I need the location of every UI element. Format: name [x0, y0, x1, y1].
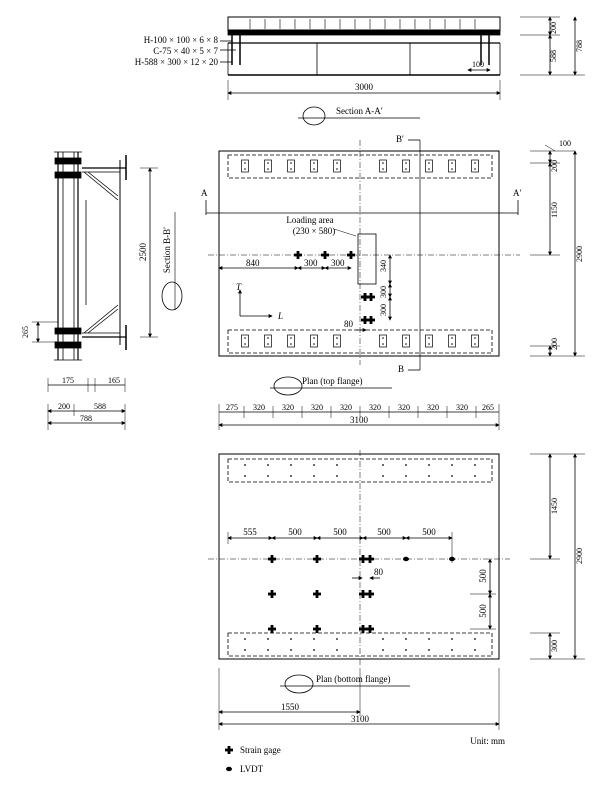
label-c75: C-75 × 40 × 5 × 7 [153, 46, 218, 56]
side-dim-200: 200 [58, 402, 70, 411]
bottom-dim-500d: 500 [422, 527, 436, 537]
bottom-right-dim-2900: 2900 [575, 548, 584, 564]
label-h100: H-100 × 100 × 6 × 8 [144, 35, 219, 45]
elev-dim-788: 788 [575, 40, 584, 52]
legend: Unit: mm Strain gage LVDT [224, 736, 505, 774]
elev-dim-3000: 3000 [355, 82, 374, 92]
top-right-dim-200a: 200 [550, 160, 559, 172]
elev-dim-200: 200 [549, 22, 558, 34]
top-dim-300d: 300 [379, 304, 388, 316]
cut-a-label: A [201, 188, 208, 198]
top-bottom-dim-1: 275 [226, 403, 238, 412]
plan-bottom-flange: 555 500 500 500 500 80 500 500 Plan (bot… [208, 450, 585, 730]
elev-dim-100: 100 [472, 60, 484, 69]
bottom-dim-500a: 500 [288, 527, 302, 537]
cut-b2-label: B′ [396, 134, 404, 144]
top-dim-840: 840 [246, 258, 260, 268]
top-bottom-dim-8: 320 [427, 403, 439, 412]
legend-lvdt: LVDT [240, 764, 264, 774]
elevation-section-a: H-100 × 100 × 6 × 8 C-75 × 40 × 5 × 7 H-… [135, 16, 585, 126]
bottom-right-dim-300: 300 [550, 640, 559, 652]
top-right-dim-100: 100 [559, 139, 571, 148]
bottom-dim-500c: 500 [377, 527, 391, 537]
legend-strain-gage: Strain gage [240, 745, 281, 755]
bottom-inner-dim-500b: 500 [478, 604, 488, 618]
top-bottom-dim-7: 320 [398, 403, 410, 412]
bottom-inner-dim-500a: 500 [478, 569, 488, 583]
top-dim-80: 80 [344, 319, 354, 329]
plan-top-flange: A A′ B′ B Loading area (230 × 580) 840 3… [201, 134, 585, 430]
legend-lvdt-icon [226, 766, 232, 772]
bottom-dim-1550: 1550 [281, 702, 300, 712]
side-dim-588: 588 [94, 402, 106, 411]
bottom-dim-555: 555 [243, 527, 257, 537]
legend-strain-gage-icon [224, 745, 234, 755]
side-dim-265: 265 [21, 326, 30, 338]
side-dim-2500: 2500 [138, 243, 148, 262]
top-bottom-dim-4: 320 [311, 403, 323, 412]
bottom-dim-80: 80 [374, 567, 384, 577]
top-right-dim-200b: 200 [550, 338, 559, 350]
cut-b-label: B [398, 364, 404, 374]
elev-dim-588: 588 [549, 50, 558, 62]
top-dim-300b: 300 [331, 258, 345, 268]
bottom-dim-3100: 3100 [351, 714, 370, 724]
axis-t-label: T [236, 282, 242, 292]
bottom-right-dim-1450: 1450 [550, 498, 559, 514]
cut-a2-label: A′ [513, 188, 521, 198]
section-a-label: Section A-A′ [336, 106, 383, 116]
top-dim-300a: 300 [304, 258, 318, 268]
top-right-dim-1150: 1150 [550, 202, 559, 218]
side-dim-788: 788 [80, 414, 92, 423]
side-section-b: 2500 Section B-B′ 265 175 165 200 588 78… [21, 151, 183, 430]
loading-area-label: Loading area [286, 215, 333, 225]
unit-label: Unit: mm [470, 736, 505, 746]
top-bottom-dim-5: 320 [340, 403, 352, 412]
top-dim-340: 340 [379, 260, 388, 272]
bottom-dim-500b: 500 [333, 527, 347, 537]
top-bottom-dim-9: 320 [456, 403, 468, 412]
top-dim-300c: 300 [379, 286, 388, 298]
side-dim-165: 165 [108, 376, 120, 385]
top-dim-3100: 3100 [350, 415, 369, 425]
bottom-strain-gages [267, 554, 375, 634]
loading-area-size: (230 × 580) [293, 226, 336, 236]
top-bottom-dim-3: 320 [282, 403, 294, 412]
top-bottom-dim-10: 265 [482, 403, 494, 412]
section-b-label: Section B-B′ [162, 227, 172, 273]
label-h588: H-588 × 300 × 12 × 20 [135, 57, 219, 67]
bottom-plan-title: Plan (bottom flange) [316, 674, 390, 684]
axis-l-label: L [277, 311, 283, 321]
side-dim-175: 175 [62, 376, 74, 385]
top-right-dim-2900: 2900 [575, 246, 584, 262]
top-plan-title: Plan (top flange) [302, 376, 362, 386]
top-bottom-dim-6: 320 [369, 403, 381, 412]
top-bottom-dim-2: 320 [253, 403, 265, 412]
